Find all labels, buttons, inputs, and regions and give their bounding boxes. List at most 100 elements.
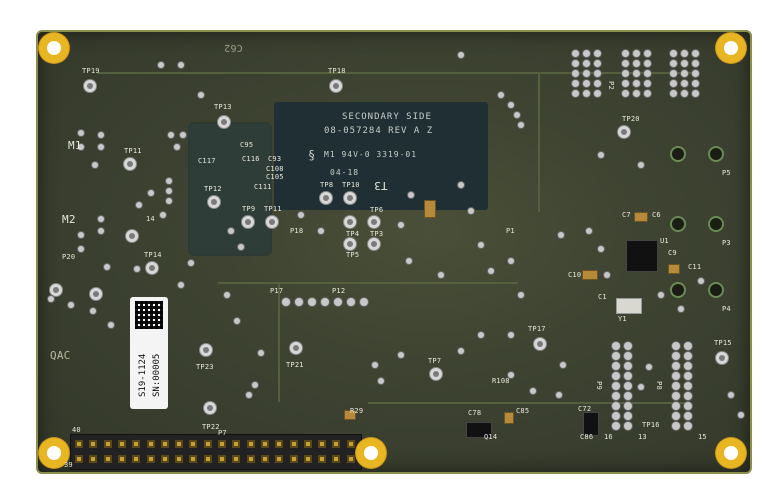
test-point	[534, 338, 546, 350]
pin-pad	[672, 372, 680, 380]
header-pin	[117, 440, 126, 448]
pin-pad	[622, 50, 629, 57]
silkscreen-plate: SECONDARY SIDE 08-057284 REV A Z M1 94V-…	[274, 102, 488, 210]
label-n15: 15	[698, 433, 707, 441]
via	[398, 352, 404, 358]
pin-pad	[347, 298, 355, 306]
via	[478, 242, 484, 248]
label-tp22: TP22	[202, 423, 220, 431]
pin-pad	[672, 412, 680, 420]
pin-pad	[622, 80, 629, 87]
pin-pad	[624, 352, 632, 360]
via	[468, 208, 474, 214]
pad	[672, 284, 684, 296]
plate-line-3: M1 94V-0 3319-01	[324, 150, 418, 159]
label-c11: C11	[688, 263, 702, 271]
plate-line-2: 08-057284 REV A Z	[324, 126, 434, 136]
label-c1: C1	[598, 293, 607, 301]
pad	[710, 284, 722, 296]
header-pin	[75, 455, 83, 463]
test-point	[124, 158, 136, 170]
pin-pad	[612, 392, 620, 400]
pin-row-p12	[282, 298, 372, 310]
pin-pad	[583, 60, 590, 67]
via	[738, 412, 744, 418]
label-tp11b: TP11	[264, 205, 282, 213]
pin-pad	[633, 60, 640, 67]
via	[604, 272, 610, 278]
via	[598, 152, 604, 158]
label-c6: C6	[652, 211, 661, 219]
pad	[710, 148, 722, 160]
via	[558, 232, 564, 238]
via	[398, 222, 404, 228]
via	[518, 122, 524, 128]
via	[698, 278, 704, 284]
ic-u1	[626, 240, 658, 272]
header-pin	[175, 440, 184, 448]
label-c78: C78	[468, 409, 482, 417]
pin-pad	[624, 402, 632, 410]
label-c93: C93	[268, 155, 282, 163]
via	[378, 378, 384, 384]
via	[678, 306, 684, 312]
header-pin	[275, 440, 284, 448]
pin-pad	[572, 50, 579, 57]
label-p7: P7	[218, 429, 227, 437]
label-c7: C7	[622, 211, 631, 219]
mount-hole-icon	[716, 438, 746, 468]
header-pin	[132, 440, 141, 448]
via	[98, 144, 104, 150]
label-c95: C95	[240, 141, 254, 149]
via	[224, 292, 230, 298]
pin-pad	[612, 412, 620, 420]
label-u1: U1	[660, 237, 669, 245]
pin-pad	[644, 60, 651, 67]
pin-pad	[572, 80, 579, 87]
pin-pad	[684, 342, 692, 350]
via	[68, 302, 74, 308]
smd-cap	[582, 270, 598, 280]
pin-pad	[684, 372, 692, 380]
pin-pad	[295, 298, 303, 306]
label-c117: C117	[198, 157, 216, 165]
pin-pad	[624, 382, 632, 390]
header-pin	[303, 440, 312, 448]
test-point	[266, 216, 278, 228]
pin-pad	[308, 298, 316, 306]
via	[98, 228, 104, 234]
pin-pad	[672, 382, 680, 390]
pin-pad	[622, 60, 629, 67]
header-pin	[260, 455, 269, 463]
via	[458, 52, 464, 58]
via	[198, 92, 204, 98]
header-pin	[346, 455, 355, 463]
label-c10: C10	[568, 271, 582, 279]
test-point	[126, 230, 138, 242]
header-pin	[117, 455, 126, 463]
pin-pad	[612, 422, 620, 430]
pin-pad	[633, 50, 640, 57]
label-p17: P17	[270, 287, 284, 295]
label-p9: P9	[594, 381, 603, 390]
label-pin39: 39	[64, 461, 73, 469]
pin-pad	[583, 70, 590, 77]
label-p5: P5	[722, 169, 731, 177]
via	[98, 132, 104, 138]
pin-pad	[334, 298, 342, 306]
pin-pad	[572, 90, 579, 97]
label-tp19: TP19	[82, 67, 100, 75]
via	[408, 192, 414, 198]
via	[166, 188, 172, 194]
pin-pad	[282, 298, 290, 306]
pin-pad	[670, 70, 677, 77]
pin-pad	[692, 90, 699, 97]
label-tp17: TP17	[528, 325, 546, 333]
pin-pad	[692, 70, 699, 77]
pin-pad	[622, 70, 629, 77]
label-tp3: TP3	[370, 230, 384, 238]
label-t3: T3	[374, 179, 388, 192]
ic-small	[466, 422, 492, 438]
label-tp9: TP9	[242, 205, 256, 213]
label-tp23: TP23	[196, 363, 214, 371]
